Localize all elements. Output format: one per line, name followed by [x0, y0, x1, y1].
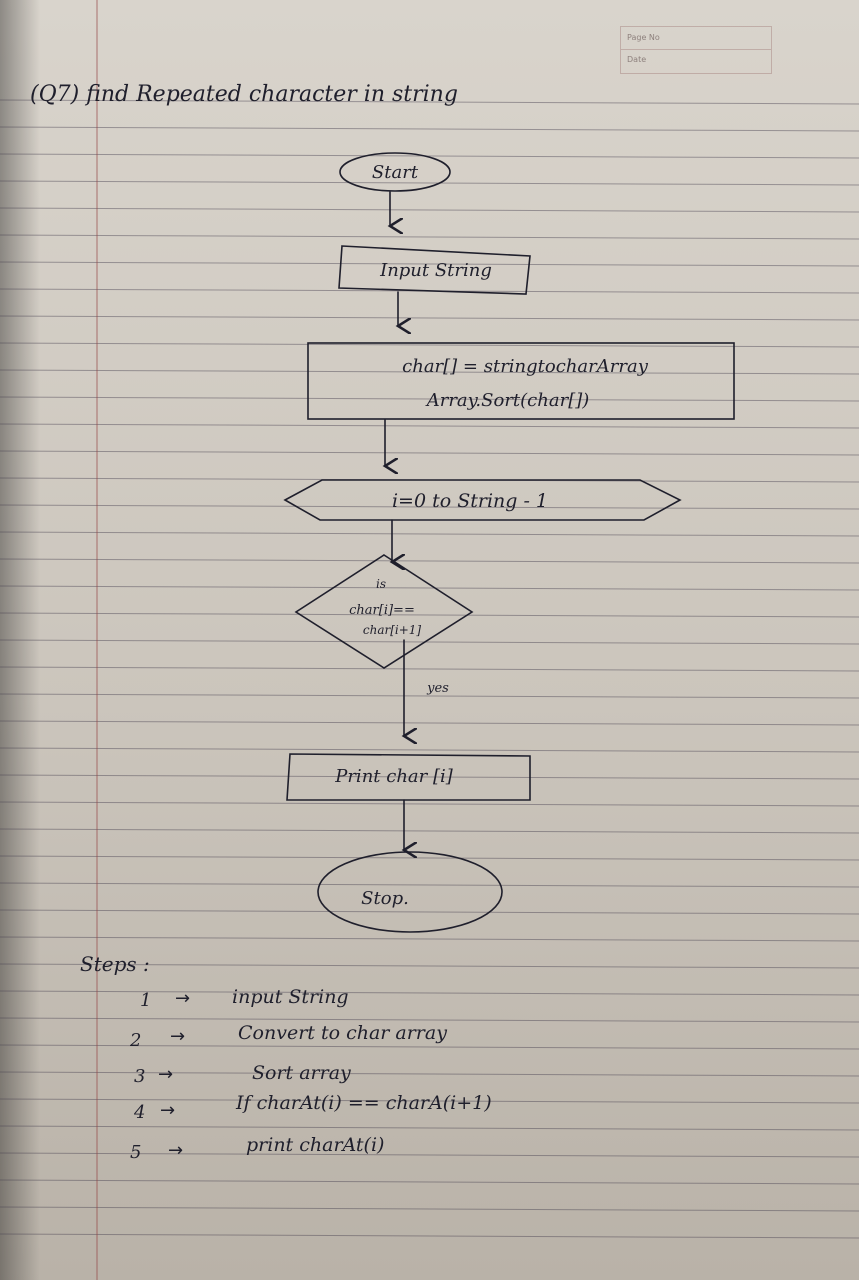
stop-text: Stop.: [361, 888, 409, 909]
ruled-line: [0, 126, 859, 132]
ruled-line: [0, 450, 859, 456]
ruled-line: [0, 909, 859, 915]
ruled-line: [0, 612, 859, 618]
decision-diamond: [294, 554, 474, 669]
step-text: If charAt(i) == charA(i+1): [236, 1092, 492, 1114]
ruled-line: [0, 747, 859, 753]
ruled-line: [0, 531, 859, 537]
ruled-line: [0, 1017, 859, 1023]
start-terminal: [339, 152, 451, 192]
ruled-line: [0, 342, 859, 348]
ruled-line: [0, 828, 859, 834]
ruled-line: [0, 1152, 859, 1158]
step-arrow: →: [170, 1026, 186, 1047]
ruled-line: [0, 207, 859, 213]
process-box: [307, 342, 735, 420]
stop-terminal: [317, 851, 503, 933]
decision-text-3: char[i+1]: [363, 623, 422, 637]
process-text-2: Array.Sort(char[]): [425, 390, 590, 411]
yes-label: yes: [426, 681, 449, 696]
step-text: print charAt(i): [246, 1134, 385, 1156]
ruled-line: [0, 1098, 859, 1104]
ruled-line: [0, 180, 859, 186]
ruled-line: [0, 1179, 859, 1185]
page-header-box: Page No Date: [620, 26, 772, 74]
step-arrow: →: [160, 1100, 176, 1121]
ruled-line: [0, 990, 859, 996]
ruled-line: [0, 855, 859, 861]
output-box: [286, 753, 531, 801]
ruled-line: [0, 720, 859, 726]
input-box: [338, 245, 531, 295]
step-number: 2: [130, 1030, 142, 1051]
ruled-line: [0, 774, 859, 780]
step-text: input String: [232, 986, 349, 1008]
ruled-line: [0, 396, 859, 402]
ruled-line: [0, 666, 859, 672]
loop-hexagon: [283, 479, 682, 521]
ruled-line: [0, 153, 859, 159]
step-number: 4: [134, 1102, 146, 1123]
page-no-label: Page No: [627, 33, 660, 42]
step-number: 3: [134, 1066, 146, 1087]
loop-text: i=0 to String - 1: [392, 490, 548, 512]
ruled-line: [0, 1071, 859, 1077]
page-title: (Q7) find Repeated character in string: [30, 82, 458, 107]
input-text: Input String: [379, 260, 492, 281]
ruled-line: [0, 99, 859, 105]
step-text: Sort array: [252, 1062, 351, 1084]
step-number: 5: [130, 1142, 142, 1163]
ruled-line: [0, 936, 859, 942]
step-arrow: →: [168, 1140, 184, 1161]
ruled-line: [0, 882, 859, 888]
start-text: Start: [372, 162, 419, 183]
margin-line: [96, 0, 98, 1280]
decision-text-2: char[i]==: [349, 603, 415, 618]
ruled-line: [0, 423, 859, 429]
ruled-line: [0, 585, 859, 591]
process-text-1: char[] = stringtocharArray: [402, 356, 649, 377]
ruled-line: [0, 1125, 859, 1131]
step-arrow: →: [158, 1064, 174, 1085]
ruled-line: [0, 558, 859, 564]
ruled-line: [0, 639, 859, 645]
ruled-line: [0, 261, 859, 267]
ruled-line: [0, 1206, 859, 1212]
ruled-line: [0, 315, 859, 321]
date-label: Date: [627, 55, 647, 64]
ruled-line: [0, 963, 859, 969]
step-text: Convert to char array: [238, 1022, 447, 1044]
output-text: Print char [i]: [334, 766, 454, 787]
step-number: 1: [140, 990, 152, 1011]
ruled-line: [0, 801, 859, 807]
decision-text-1: is: [376, 577, 386, 591]
step-arrow: →: [175, 988, 191, 1009]
ruled-line: [0, 504, 859, 510]
ruled-line: [0, 693, 859, 699]
ruled-line: [0, 1233, 859, 1239]
ruled-line: [0, 234, 859, 240]
header-divider: [621, 49, 771, 50]
ruled-line: [0, 1044, 859, 1050]
ruled-line: [0, 369, 859, 375]
steps-heading: Steps :: [80, 952, 150, 976]
